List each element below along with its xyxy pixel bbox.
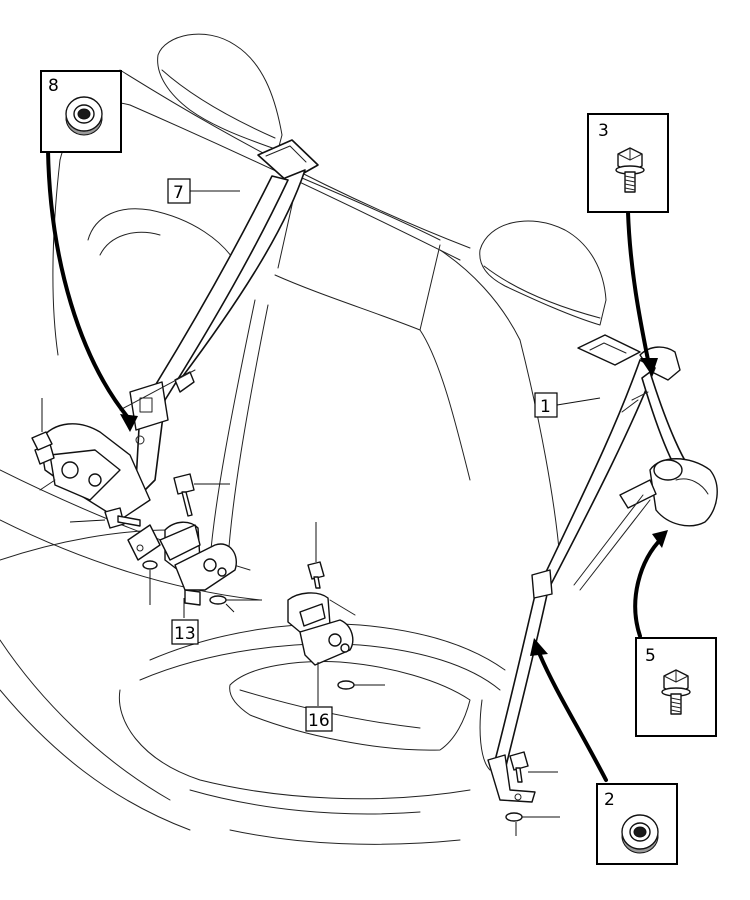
washer-left [142,560,158,605]
floor-washer [505,812,560,836]
callout-3: 3 [598,121,609,141]
callout-13: 13 [174,624,196,644]
callout-box-7: 7 [167,178,191,204]
callout-5: 5 [645,646,656,666]
flange-bolt-icon [615,147,645,193]
buckle-bolt-center [307,522,325,589]
buckle-center [287,592,356,666]
callout-16: 16 [308,711,330,731]
seat-belt-left [34,139,319,561]
buckle-bolt-left [173,473,230,517]
left-retractor-bolt [31,398,53,451]
callout-leaders [183,190,601,706]
grommet-icon [621,814,659,854]
callout-1: 1 [540,397,551,417]
inset-3: 3 [587,113,669,213]
left-anchor-bolt [69,507,141,529]
grommet-icon [65,96,103,136]
callout-7: 7 [173,183,184,203]
callout-box-13: 13 [171,619,199,645]
callout-2: 2 [604,790,615,810]
rear-seat-outline [0,33,607,845]
seat-belt-right [479,334,718,803]
callout-box-1: 1 [534,392,558,418]
inset-5: 5 [635,637,717,737]
callout-8: 8 [48,76,59,96]
inset-8: 8 [40,70,122,153]
inset-2: 2 [596,783,678,865]
washer-16 [337,680,385,690]
floor-anchor-bolt [509,751,558,783]
buckle-left [159,521,237,606]
washer-13 [209,595,262,613]
flange-bolt-icon [661,669,691,715]
inset-arrows [46,148,668,782]
callout-box-16: 16 [305,706,333,732]
